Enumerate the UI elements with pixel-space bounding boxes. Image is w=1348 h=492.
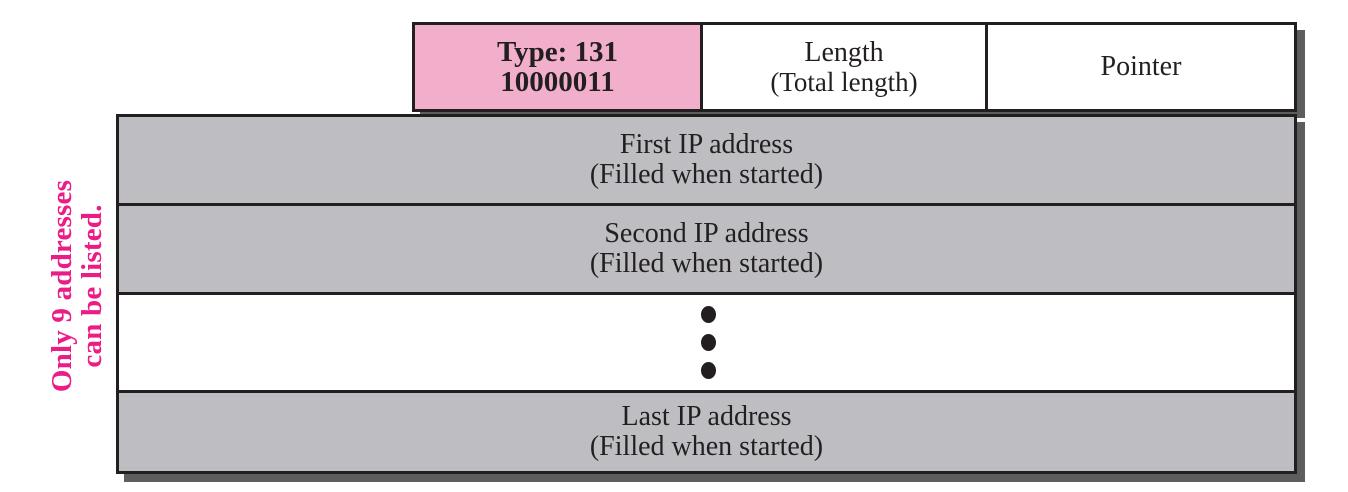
vertical-ellipsis-icon xyxy=(701,306,716,379)
pointer-field-cell: Pointer xyxy=(988,25,1294,109)
address-row-first: First IP address (Filled when started) xyxy=(119,117,1294,203)
ellipsis-dot xyxy=(701,362,716,379)
side-annotation-line-1: Only 9 addresses xyxy=(46,179,79,393)
address-row-second: Second IP address (Filled when started) xyxy=(119,203,1294,292)
ellipsis-dot xyxy=(701,334,716,351)
length-field-cell: Length (Total length) xyxy=(703,25,988,109)
address-row-last: Last IP address (Filled when started) xyxy=(119,390,1294,471)
type-field-label: Type: 131 xyxy=(496,35,619,68)
address-row-ellipsis xyxy=(119,292,1294,390)
address-row-second-sublabel: (Filled when started) xyxy=(589,248,824,279)
length-field-sublabel: (Total length) xyxy=(770,66,918,97)
address-row-second-label: Second IP address xyxy=(604,218,809,250)
side-annotation-line-2: can be listed. xyxy=(76,204,108,368)
ellipsis-dot xyxy=(701,306,716,323)
type-field-cell: Type: 131 10000011 xyxy=(415,25,703,109)
side-annotation: Only 9 addresses can be listed. xyxy=(46,126,110,446)
length-field-label: Length xyxy=(804,37,884,69)
pointer-field-label: Pointer xyxy=(1100,51,1182,83)
address-list-block: First IP address (Filled when started) S… xyxy=(116,114,1297,474)
type-field-binary: 10000011 xyxy=(500,66,615,98)
address-row-last-sublabel: (Filled when started) xyxy=(589,431,824,462)
address-row-first-sublabel: (Filled when started) xyxy=(589,159,824,190)
address-row-first-label: First IP address xyxy=(619,129,794,161)
address-row-last-label: Last IP address xyxy=(621,401,792,433)
option-header-row: Type: 131 10000011 Length (Total length)… xyxy=(412,22,1297,112)
